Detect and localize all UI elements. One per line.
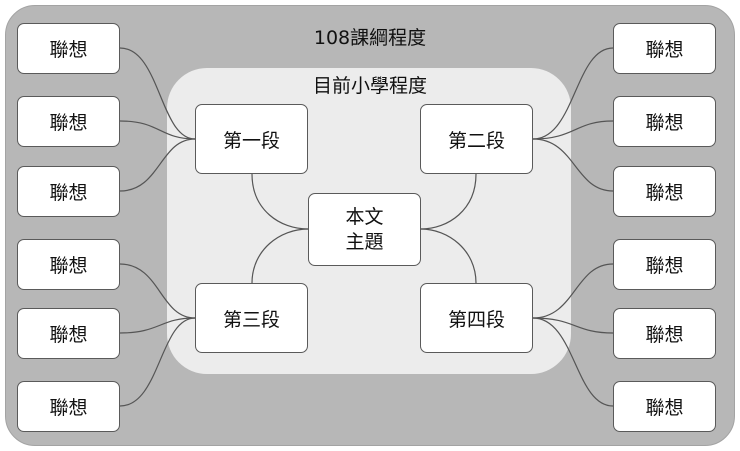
segment-second: 第二段 (420, 104, 533, 174)
outer-frame-title: 108課綱程度 (313, 27, 427, 49)
inner-frame-title: 目前小學程度 (312, 75, 427, 97)
association-box: 聯想 (613, 381, 716, 432)
segment-third: 第三段 (195, 283, 308, 353)
center-topic-line1: 本文 (345, 205, 384, 228)
association-box: 聯想 (17, 23, 120, 74)
association-box: 聯想 (17, 166, 120, 217)
association-box: 聯想 (17, 239, 120, 290)
center-topic-line2: 主題 (345, 230, 384, 253)
segment-first: 第一段 (195, 104, 308, 174)
association-box: 聯想 (17, 381, 120, 432)
association-box: 聯想 (613, 239, 716, 290)
association-box: 聯想 (17, 96, 120, 147)
association-box: 聯想 (613, 166, 716, 217)
association-box: 聯想 (17, 308, 120, 359)
segment-fourth: 第四段 (420, 283, 533, 353)
association-box: 聯想 (613, 308, 716, 359)
center-topic: 本文 主題 (308, 193, 421, 266)
association-box: 聯想 (613, 23, 716, 74)
association-box: 聯想 (613, 96, 716, 147)
